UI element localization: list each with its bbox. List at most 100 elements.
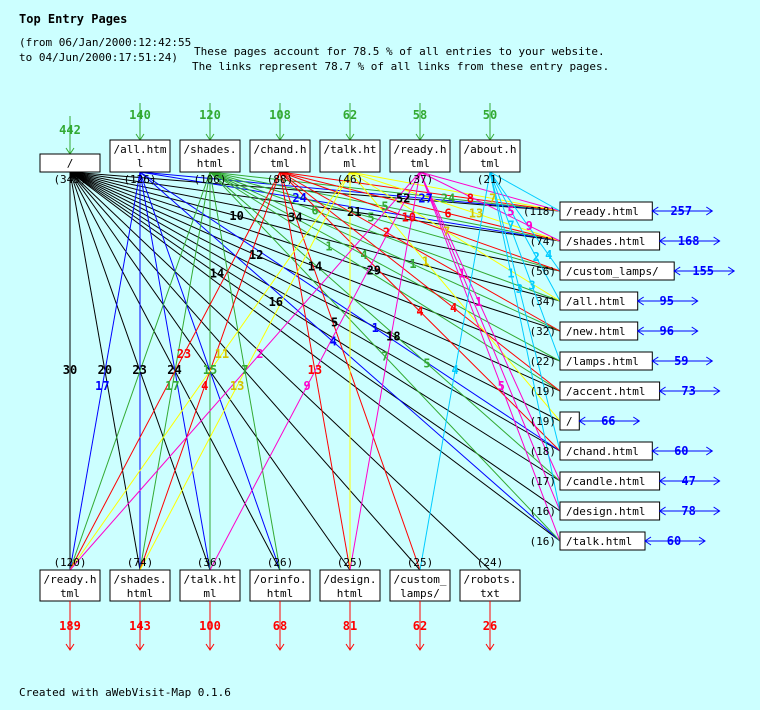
entry-page-box[interactable] [319,139,381,173]
link-count-label: 6 [444,206,451,220]
link-count-label: 4 [450,301,457,315]
link-line [489,171,561,302]
exit-page-box[interactable] [459,569,521,602]
exit-page-count: (26) [267,556,294,569]
link-line [69,171,561,302]
entry-page-label: html [197,157,224,170]
link-count-label: 9 [304,379,311,393]
link-count-label: 27 [418,192,432,206]
arrow-left-icon [658,386,666,396]
exit-page-label: html [267,587,294,600]
link-count-label: 1 [409,257,416,271]
exit-arrow-icon [485,643,495,651]
continue-count: 59 [674,354,688,368]
page-label: /custom_lamps/ [566,265,659,278]
link-count-label: 34 [288,211,302,225]
exit-page-label: /shades. [114,573,167,586]
continue-count: 73 [681,384,695,398]
link-line [69,171,561,362]
entry-page-count: (343) [53,173,86,186]
link-count-label: 4 [201,379,208,393]
link-count-label: 5 [367,211,374,225]
summary-entries: These pages account for 78.5 % of all en… [194,45,605,58]
entry-page-box[interactable] [179,139,241,173]
link-line [489,171,561,512]
link-count-label: 13 [230,379,244,393]
entry-count: 62 [343,108,357,122]
continue-count: 257 [670,204,692,218]
entry-count: 120 [199,108,221,122]
link-line [279,171,561,332]
link-line [279,171,561,242]
link-count-label: 5 [381,200,388,214]
link-count-label: 7 [443,224,450,238]
entry-count: 58 [413,108,427,122]
entry-page-label: /ready.h [394,143,447,156]
link-count-label: 10 [229,209,243,223]
link-line [489,171,561,362]
arrow-left-icon [651,206,659,216]
entry-page-box[interactable] [389,139,451,173]
entry-page-box[interactable] [459,139,521,173]
entry-page-label: /about.h [464,143,517,156]
link-count-label: 29 [367,264,381,278]
link-count-label: 23 [132,363,146,377]
entry-page-label: tml [410,157,430,170]
link-line [349,171,421,571]
exit-page-label: html [127,587,154,600]
exit-page-label: /custom_ [394,573,447,586]
arrow-right-icon [691,326,699,336]
link-line [349,171,561,242]
arrow-left-icon [658,236,666,246]
link-count-label: 4 [416,305,423,319]
link-line [489,171,561,452]
exit-page-box[interactable] [179,569,241,602]
link-count-label: 7 [507,219,514,233]
link-count-label: 10 [402,211,416,225]
link-count-label: 3 [528,278,535,292]
exit-arrow-icon [415,643,425,651]
arrow-left-icon [651,356,659,366]
period-to: to 04/Jun/2000:17:51:24) [19,51,178,64]
arrow-left-icon [673,266,681,276]
link-count-label: 17 [95,379,109,393]
arrow-left-icon [636,296,644,306]
exit-page-label: ml [203,587,216,600]
link-count-label: 20 [98,363,112,377]
link-line [69,171,281,571]
exit-count: 26 [483,619,497,633]
continue-count: 47 [681,474,695,488]
exit-page-box[interactable] [389,569,451,602]
page-count: (32) [530,325,557,338]
exit-arrow-icon [135,643,145,651]
link-count-label: 7 [381,350,388,364]
links-layer [69,171,561,571]
arrow-right-icon [706,356,714,366]
link-count-label: 24 [292,191,306,205]
link-count-label: 1 [325,239,332,253]
arrow-left-icon [651,446,659,456]
link-line [209,171,421,571]
entry-page-box[interactable] [39,153,101,173]
page-count: (34) [530,295,557,308]
link-count-label: 8 [467,192,474,206]
continue-count: 60 [674,444,688,458]
link-count-label: 4 [545,248,552,262]
arrow-right-icon [706,446,714,456]
exit-page-label: html [337,587,364,600]
exit-page-box[interactable] [249,569,311,602]
entry-page-label: /all.htm [114,143,167,156]
entry-page-box[interactable] [249,139,311,173]
link-line [279,171,561,392]
link-line [349,171,561,212]
arrow-left-icon [578,416,586,426]
link-count-label: 11 [215,347,229,361]
link-count-label: 5 [498,379,505,393]
link-count-label: 24 [441,192,455,206]
arrow-right-icon [713,476,721,486]
page-count: (74) [530,235,557,248]
entry-page-box[interactable] [109,139,171,173]
arrow-right-icon [633,416,641,426]
